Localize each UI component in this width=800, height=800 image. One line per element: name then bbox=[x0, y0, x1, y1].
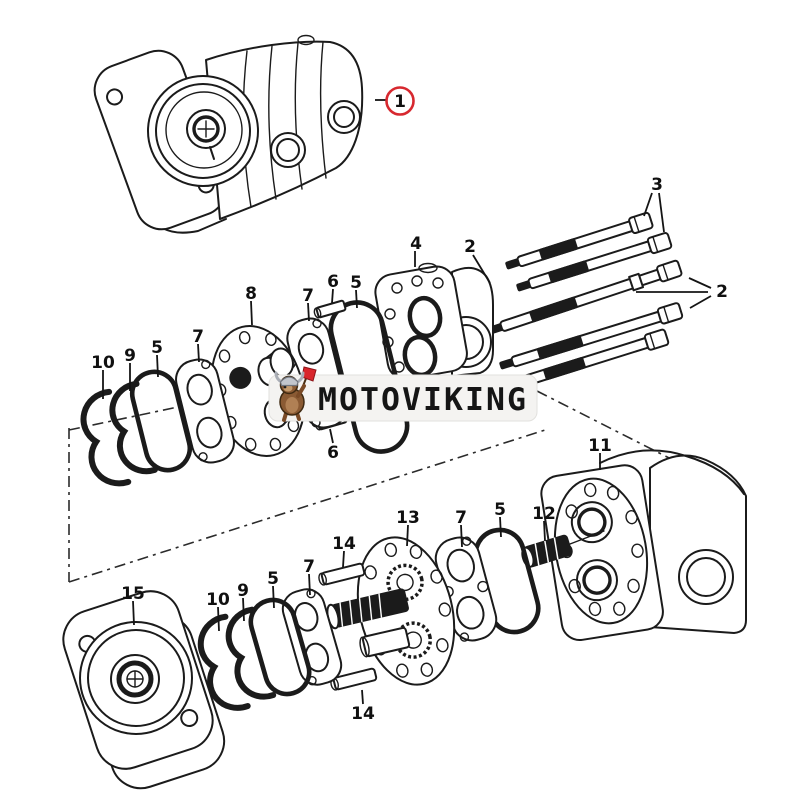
callout-leader bbox=[307, 302, 310, 322]
watermark-badge: MOTOVIKING bbox=[268, 366, 538, 422]
part-15-front-flange bbox=[62, 590, 226, 790]
callout-leader bbox=[250, 300, 253, 326]
bolt bbox=[505, 211, 654, 270]
callout-label: 3 bbox=[651, 175, 663, 195]
callout-label: 2 bbox=[716, 282, 728, 302]
e-seal-10 bbox=[80, 388, 132, 487]
e-seal-9 bbox=[109, 380, 158, 475]
callout-label: 14 bbox=[332, 534, 356, 554]
gear-shaft bbox=[359, 626, 411, 658]
callout-label: 7 bbox=[302, 286, 314, 306]
callout-label: 7 bbox=[192, 327, 204, 347]
e-seal-10 bbox=[197, 613, 251, 711]
watermark-brand-text: MOTOVIKING bbox=[318, 382, 528, 418]
callout-leader bbox=[342, 550, 345, 568]
callout-label: 5 bbox=[267, 569, 279, 589]
callout-leader bbox=[355, 289, 358, 309]
callout-leader bbox=[331, 288, 334, 304]
callout-leader bbox=[329, 428, 334, 444]
callout-leader bbox=[272, 585, 275, 609]
callout-label: 7 bbox=[455, 508, 467, 528]
e-seal-9 bbox=[225, 606, 277, 700]
callout-leader bbox=[643, 192, 653, 217]
part-11-rear-cover bbox=[540, 449, 747, 642]
callout-leader bbox=[197, 343, 200, 363]
bolt bbox=[488, 259, 683, 335]
callout-label: 10 bbox=[206, 590, 230, 610]
viking-dog-mascot-icon bbox=[274, 366, 317, 422]
callout-leader bbox=[688, 277, 712, 289]
callout-leader bbox=[543, 520, 546, 542]
part-13-gear-housing bbox=[326, 536, 456, 686]
callout-label: 9 bbox=[237, 581, 249, 601]
callout-label: 12 bbox=[532, 504, 556, 524]
callout-label: 5 bbox=[151, 338, 163, 358]
bearing-plate-7 bbox=[281, 588, 343, 686]
callout-label: 10 bbox=[91, 353, 115, 373]
callout-label: 5 bbox=[350, 273, 362, 293]
callout-label: 2 bbox=[464, 237, 476, 257]
part-4-center-housing bbox=[374, 262, 494, 381]
callout-leader bbox=[217, 606, 220, 632]
callout-label: 5 bbox=[494, 500, 506, 520]
callout-leader bbox=[658, 192, 665, 233]
lower-exploded-row bbox=[62, 449, 747, 790]
callout-leader bbox=[308, 573, 311, 596]
callout-label: 14 bbox=[351, 704, 375, 724]
callout-leader bbox=[689, 295, 712, 309]
axis-line bbox=[569, 530, 605, 545]
callout-label: 13 bbox=[396, 508, 420, 528]
callout-leader bbox=[499, 516, 502, 538]
callout-leader bbox=[472, 254, 491, 284]
callout-label: 7 bbox=[303, 557, 315, 577]
callout-leader bbox=[156, 354, 159, 378]
callout-leader bbox=[242, 597, 245, 622]
callout-leader bbox=[361, 689, 364, 705]
oval-seal-5 bbox=[129, 369, 193, 473]
callout-label: 15 bbox=[121, 584, 145, 604]
red-circle-callout bbox=[385, 86, 415, 116]
callout-label: 1 bbox=[394, 92, 406, 112]
callout-label: 9 bbox=[124, 346, 136, 366]
callout-label: 6 bbox=[327, 443, 339, 463]
callout-leader bbox=[406, 524, 409, 547]
dowel-pin-14 bbox=[318, 562, 366, 586]
assembled-pump-drawing bbox=[93, 34, 364, 234]
mounting-bolts bbox=[488, 211, 684, 389]
callout-label: 6 bbox=[327, 272, 339, 292]
callout-label: 8 bbox=[245, 284, 257, 304]
callout-leader bbox=[132, 600, 135, 626]
bolt bbox=[516, 232, 673, 292]
bolt bbox=[499, 302, 684, 370]
callout-label: 4 bbox=[410, 234, 422, 254]
callout-label: 11 bbox=[588, 436, 612, 456]
callout-leader bbox=[460, 524, 463, 548]
dowel-pin-6 bbox=[313, 299, 347, 319]
oval-seal-5 bbox=[248, 597, 312, 697]
